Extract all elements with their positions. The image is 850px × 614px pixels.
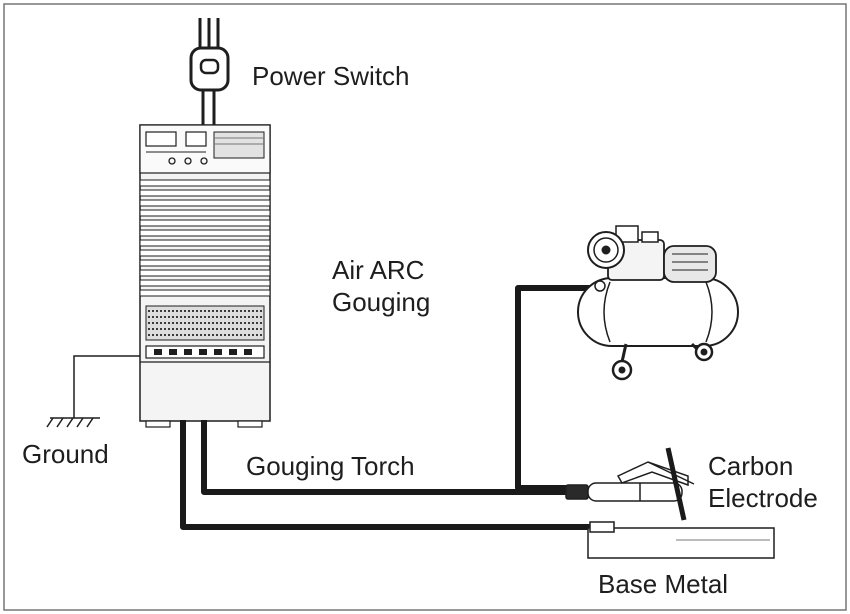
- louver-slat: [139, 199, 271, 207]
- terminal-socket: [229, 349, 237, 355]
- base-metal-label: Base Metal: [598, 569, 729, 599]
- welding-machine: [139, 124, 271, 428]
- louver-slat: [139, 219, 271, 227]
- louver-slat: [139, 239, 271, 247]
- electrode-line: Electrode: [708, 483, 818, 513]
- machine-vents: [148, 310, 262, 336]
- power-switch-label: Power Switch: [252, 61, 410, 91]
- louver-slat: [139, 179, 271, 187]
- louver-slat: [139, 279, 271, 287]
- terminal-socket: [154, 349, 162, 355]
- ground-label: Ground: [22, 439, 109, 469]
- carbon-electrode-label: Carbon Electrode: [708, 450, 818, 514]
- terminal-socket: [199, 349, 207, 355]
- carbon-line: Carbon: [708, 451, 794, 481]
- base-metal-icon: [587, 521, 775, 559]
- gouging-torch-cable: [201, 420, 600, 495]
- terminal-socket: [169, 349, 177, 355]
- air-hose: [515, 285, 600, 491]
- terminal-socket: [244, 349, 252, 355]
- louver-slat: [139, 249, 271, 257]
- ground-cable: [180, 420, 592, 530]
- ground-icon: [46, 355, 140, 428]
- louver-slat: [139, 269, 271, 277]
- power-plug-icon: [189, 18, 230, 126]
- terminal-socket: [184, 349, 192, 355]
- air-arc-gouging-label: Air ARC Gouging: [332, 254, 430, 318]
- louver-slat: [139, 259, 271, 267]
- louver-slat: [139, 229, 271, 237]
- air-arc-line: Air ARC: [332, 255, 425, 285]
- louver-slat: [139, 289, 271, 297]
- louver-slat: [139, 189, 271, 197]
- machine-terminals: [154, 349, 252, 355]
- diagram-border: [3, 3, 847, 611]
- carbon-electrode-icon: [665, 447, 687, 521]
- terminal-socket: [214, 349, 222, 355]
- air-compressor-icon: [577, 225, 739, 381]
- louver-slat: [139, 209, 271, 217]
- gouging-torch-label: Gouging Torch: [246, 451, 415, 481]
- machine-louvers: [139, 179, 271, 297]
- gouging-line: Gouging: [332, 287, 431, 317]
